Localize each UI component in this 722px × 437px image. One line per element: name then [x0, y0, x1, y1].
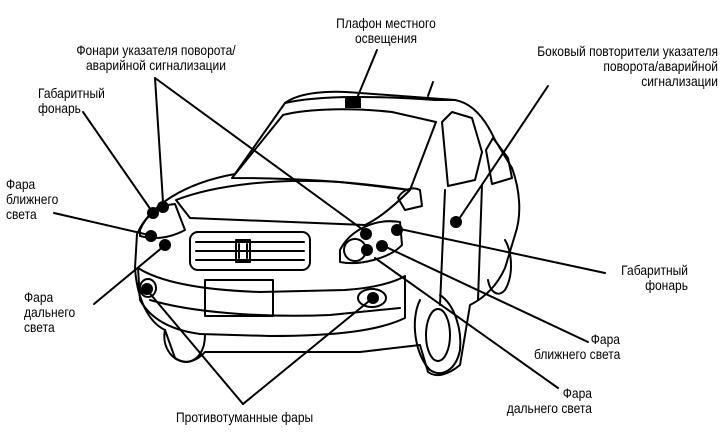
- marker-fog-right: [367, 292, 379, 304]
- door-line: [439, 184, 483, 306]
- leader-parking-left: [82, 111, 152, 211]
- bumper-lines: [149, 299, 401, 317]
- leader-fog-right: [242, 296, 375, 405]
- marker-high-right: [361, 244, 373, 256]
- marker-parking-right: [391, 224, 403, 236]
- marker-parking-left: [147, 207, 159, 219]
- marker-low-right: [376, 240, 388, 252]
- label-turn-front: Фонари указателя поворота/ аварийной сиг…: [76, 42, 236, 73]
- leader-parking-right: [399, 228, 606, 274]
- label-interior-light: Плафон местного освещения: [336, 15, 436, 46]
- leader-low-left: [53, 212, 150, 236]
- label-parking-left: Габаритный фонарь: [38, 85, 105, 116]
- marker-interior-light: [345, 98, 361, 108]
- label-low-right: Фара ближнего света: [534, 331, 621, 362]
- side-window-rear: [485, 137, 513, 185]
- fog-light-right: [357, 288, 387, 308]
- roof: [284, 95, 456, 104]
- side-window-front: [441, 111, 483, 187]
- leader-interior-light: [354, 49, 378, 104]
- wheel-front-right: [413, 294, 462, 375]
- label-parking-right: Габаритный фонарь: [621, 262, 688, 293]
- marker-turn-front-left: [157, 201, 169, 213]
- wheel-front-left: [163, 329, 206, 363]
- windshield: [231, 108, 437, 191]
- label-high-left: Фара дальнего света: [24, 289, 76, 335]
- label-high-right: Фара дальнего света: [506, 385, 592, 416]
- label-low-left: Фара ближнего света: [6, 176, 59, 222]
- right-headlight: [339, 220, 403, 264]
- label-fog: Противотуманные фары: [176, 409, 314, 425]
- mirror: [397, 187, 423, 211]
- fog-light-left: [139, 278, 157, 298]
- marker-side-repeater: [450, 216, 462, 228]
- grille-badge: [235, 239, 251, 263]
- label-side-repeater: Боковый повторители указателя поворота/а…: [537, 43, 718, 89]
- marker-low-left: [145, 230, 157, 242]
- license-plate: [204, 279, 274, 317]
- leader-side-repeater: [456, 85, 549, 223]
- hood: [175, 179, 411, 226]
- leader-turn-front-left: [154, 77, 164, 203]
- leader-fog-left: [146, 289, 244, 405]
- leader-high-left: [93, 245, 165, 305]
- antenna: [427, 81, 434, 97]
- marker-high-left: [159, 239, 171, 251]
- wheel-front-right-hub: [425, 308, 451, 362]
- leader-high-right: [374, 257, 559, 389]
- marker-fog-left: [141, 283, 153, 295]
- leader-turn-front-right: [154, 77, 367, 233]
- marker-turn-front-right: [360, 228, 372, 240]
- grille: [189, 231, 311, 271]
- leader-low-right: [385, 246, 589, 343]
